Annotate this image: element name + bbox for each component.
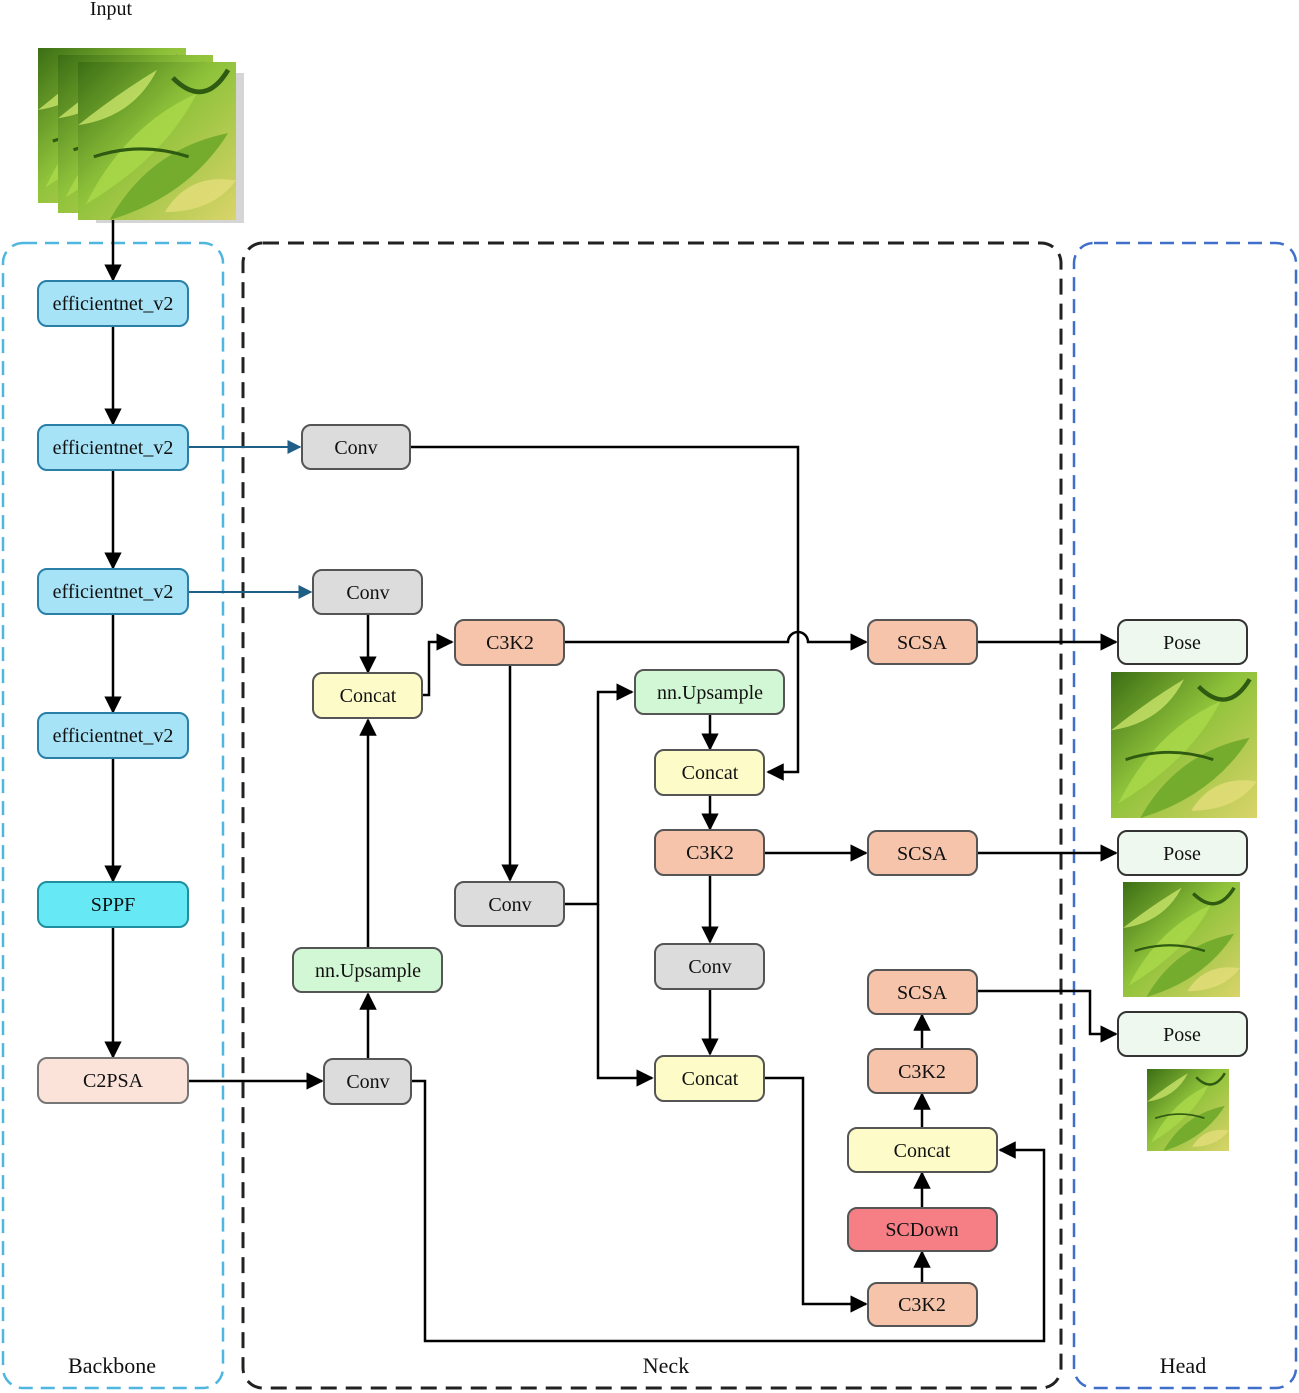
- node-pose-b: Pose: [1117, 830, 1248, 876]
- neck-region: [241, 241, 1063, 1390]
- svg-text:SPPF: SPPF: [91, 894, 136, 916]
- node-scsa-b: SCSA: [867, 830, 978, 876]
- head-region: [1072, 241, 1298, 1390]
- svg-text:Conv: Conv: [334, 437, 377, 459]
- backbone-label: Backbone: [68, 1353, 156, 1378]
- svg-text:nn.Upsample: nn.Upsample: [657, 682, 763, 704]
- input-title: Input: [90, 0, 133, 20]
- node-eff1: efficientnet_v2: [37, 280, 189, 327]
- node-scsa-a: SCSA: [867, 619, 978, 665]
- edge-scsa-c-pose-c: [978, 989, 1118, 1043]
- svg-text:Pose: Pose: [1163, 632, 1201, 654]
- node-c3k2-c: C3K2: [867, 1048, 978, 1094]
- output-leaf-image-large: [1111, 672, 1257, 818]
- node-c3k2-a: C3K2: [454, 619, 565, 666]
- svg-text:Concat: Concat: [682, 762, 739, 784]
- svg-text:Conv: Conv: [488, 894, 531, 916]
- svg-text:Conv: Conv: [346, 1071, 389, 1093]
- svg-text:Concat: Concat: [340, 685, 397, 707]
- node-eff3: efficientnet_v2: [37, 568, 189, 615]
- neck-label: Neck: [643, 1353, 689, 1378]
- svg-text:Pose: Pose: [1163, 843, 1201, 865]
- node-c3k2-d: C3K2: [867, 1282, 978, 1327]
- svg-text:C3K2: C3K2: [686, 842, 734, 864]
- node-conv-d: Conv: [323, 1058, 412, 1105]
- node-eff4: efficientnet_v2: [37, 712, 189, 759]
- head-label: Head: [1160, 1353, 1206, 1378]
- node-upsample-a: nn.Upsample: [292, 947, 443, 993]
- svg-text:SCSA: SCSA: [897, 843, 948, 865]
- input-leaf-image-3: [78, 62, 236, 220]
- node-scsa-c: SCSA: [867, 969, 978, 1015]
- node-scdown: SCDown: [847, 1207, 998, 1252]
- edge-c3k2-a-scsa-a: [564, 630, 868, 651]
- edge-conv-c-concat-c: [596, 904, 654, 1087]
- svg-text:C2PSA: C2PSA: [83, 1070, 144, 1092]
- svg-text:SCDown: SCDown: [885, 1219, 958, 1241]
- svg-text:SCSA: SCSA: [897, 982, 948, 1004]
- svg-text:Pose: Pose: [1163, 1024, 1201, 1046]
- node-c3k2-b: C3K2: [654, 829, 765, 876]
- svg-text:SCSA: SCSA: [897, 632, 948, 654]
- edge-conv-a-concat-b: [411, 445, 800, 781]
- node-concat-c: Concat: [654, 1055, 765, 1102]
- node-conv-a: Conv: [301, 424, 411, 470]
- node-concat-a: Concat: [312, 672, 423, 719]
- edge-conv-d-concat-d: [411, 1079, 1046, 1343]
- svg-text:Concat: Concat: [682, 1068, 739, 1090]
- svg-text:C3K2: C3K2: [898, 1294, 946, 1316]
- node-concat-d: Concat: [847, 1127, 998, 1173]
- svg-text:efficientnet_v2: efficientnet_v2: [53, 293, 174, 315]
- svg-text:efficientnet_v2: efficientnet_v2: [53, 437, 174, 459]
- edge-concat-a-c3k2-a: [423, 633, 454, 697]
- svg-text:efficientnet_v2: efficientnet_v2: [53, 725, 174, 747]
- node-concat-b: Concat: [654, 749, 765, 796]
- output-leaf-image-medium: [1123, 882, 1240, 997]
- edge-concat-c-c3k2-d: [765, 1076, 868, 1313]
- svg-text:efficientnet_v2: efficientnet_v2: [53, 581, 174, 603]
- connections: [104, 220, 1118, 1343]
- svg-text:C3K2: C3K2: [898, 1061, 946, 1083]
- svg-text:nn.Upsample: nn.Upsample: [315, 960, 421, 982]
- output-leaf-image-small: [1147, 1069, 1229, 1151]
- input-image-stack: [38, 48, 244, 223]
- node-conv-b: Conv: [312, 569, 423, 615]
- node-pose-a: Pose: [1117, 619, 1248, 665]
- node-sppf: SPPF: [37, 881, 189, 928]
- svg-text:Conv: Conv: [688, 956, 731, 978]
- node-eff2: efficientnet_v2: [37, 424, 189, 471]
- node-pose-c: Pose: [1117, 1011, 1248, 1057]
- svg-text:C3K2: C3K2: [486, 632, 534, 654]
- svg-text:Concat: Concat: [894, 1140, 951, 1162]
- blue-connections: [189, 440, 313, 599]
- node-upsample-b: nn.Upsample: [634, 669, 785, 715]
- node-conv-e: Conv: [654, 943, 765, 990]
- svg-text:Conv: Conv: [346, 582, 389, 604]
- edge-conv-c-upsample-b: [565, 683, 634, 906]
- node-c2psa: C2PSA: [37, 1057, 189, 1104]
- node-conv-c: Conv: [454, 881, 565, 927]
